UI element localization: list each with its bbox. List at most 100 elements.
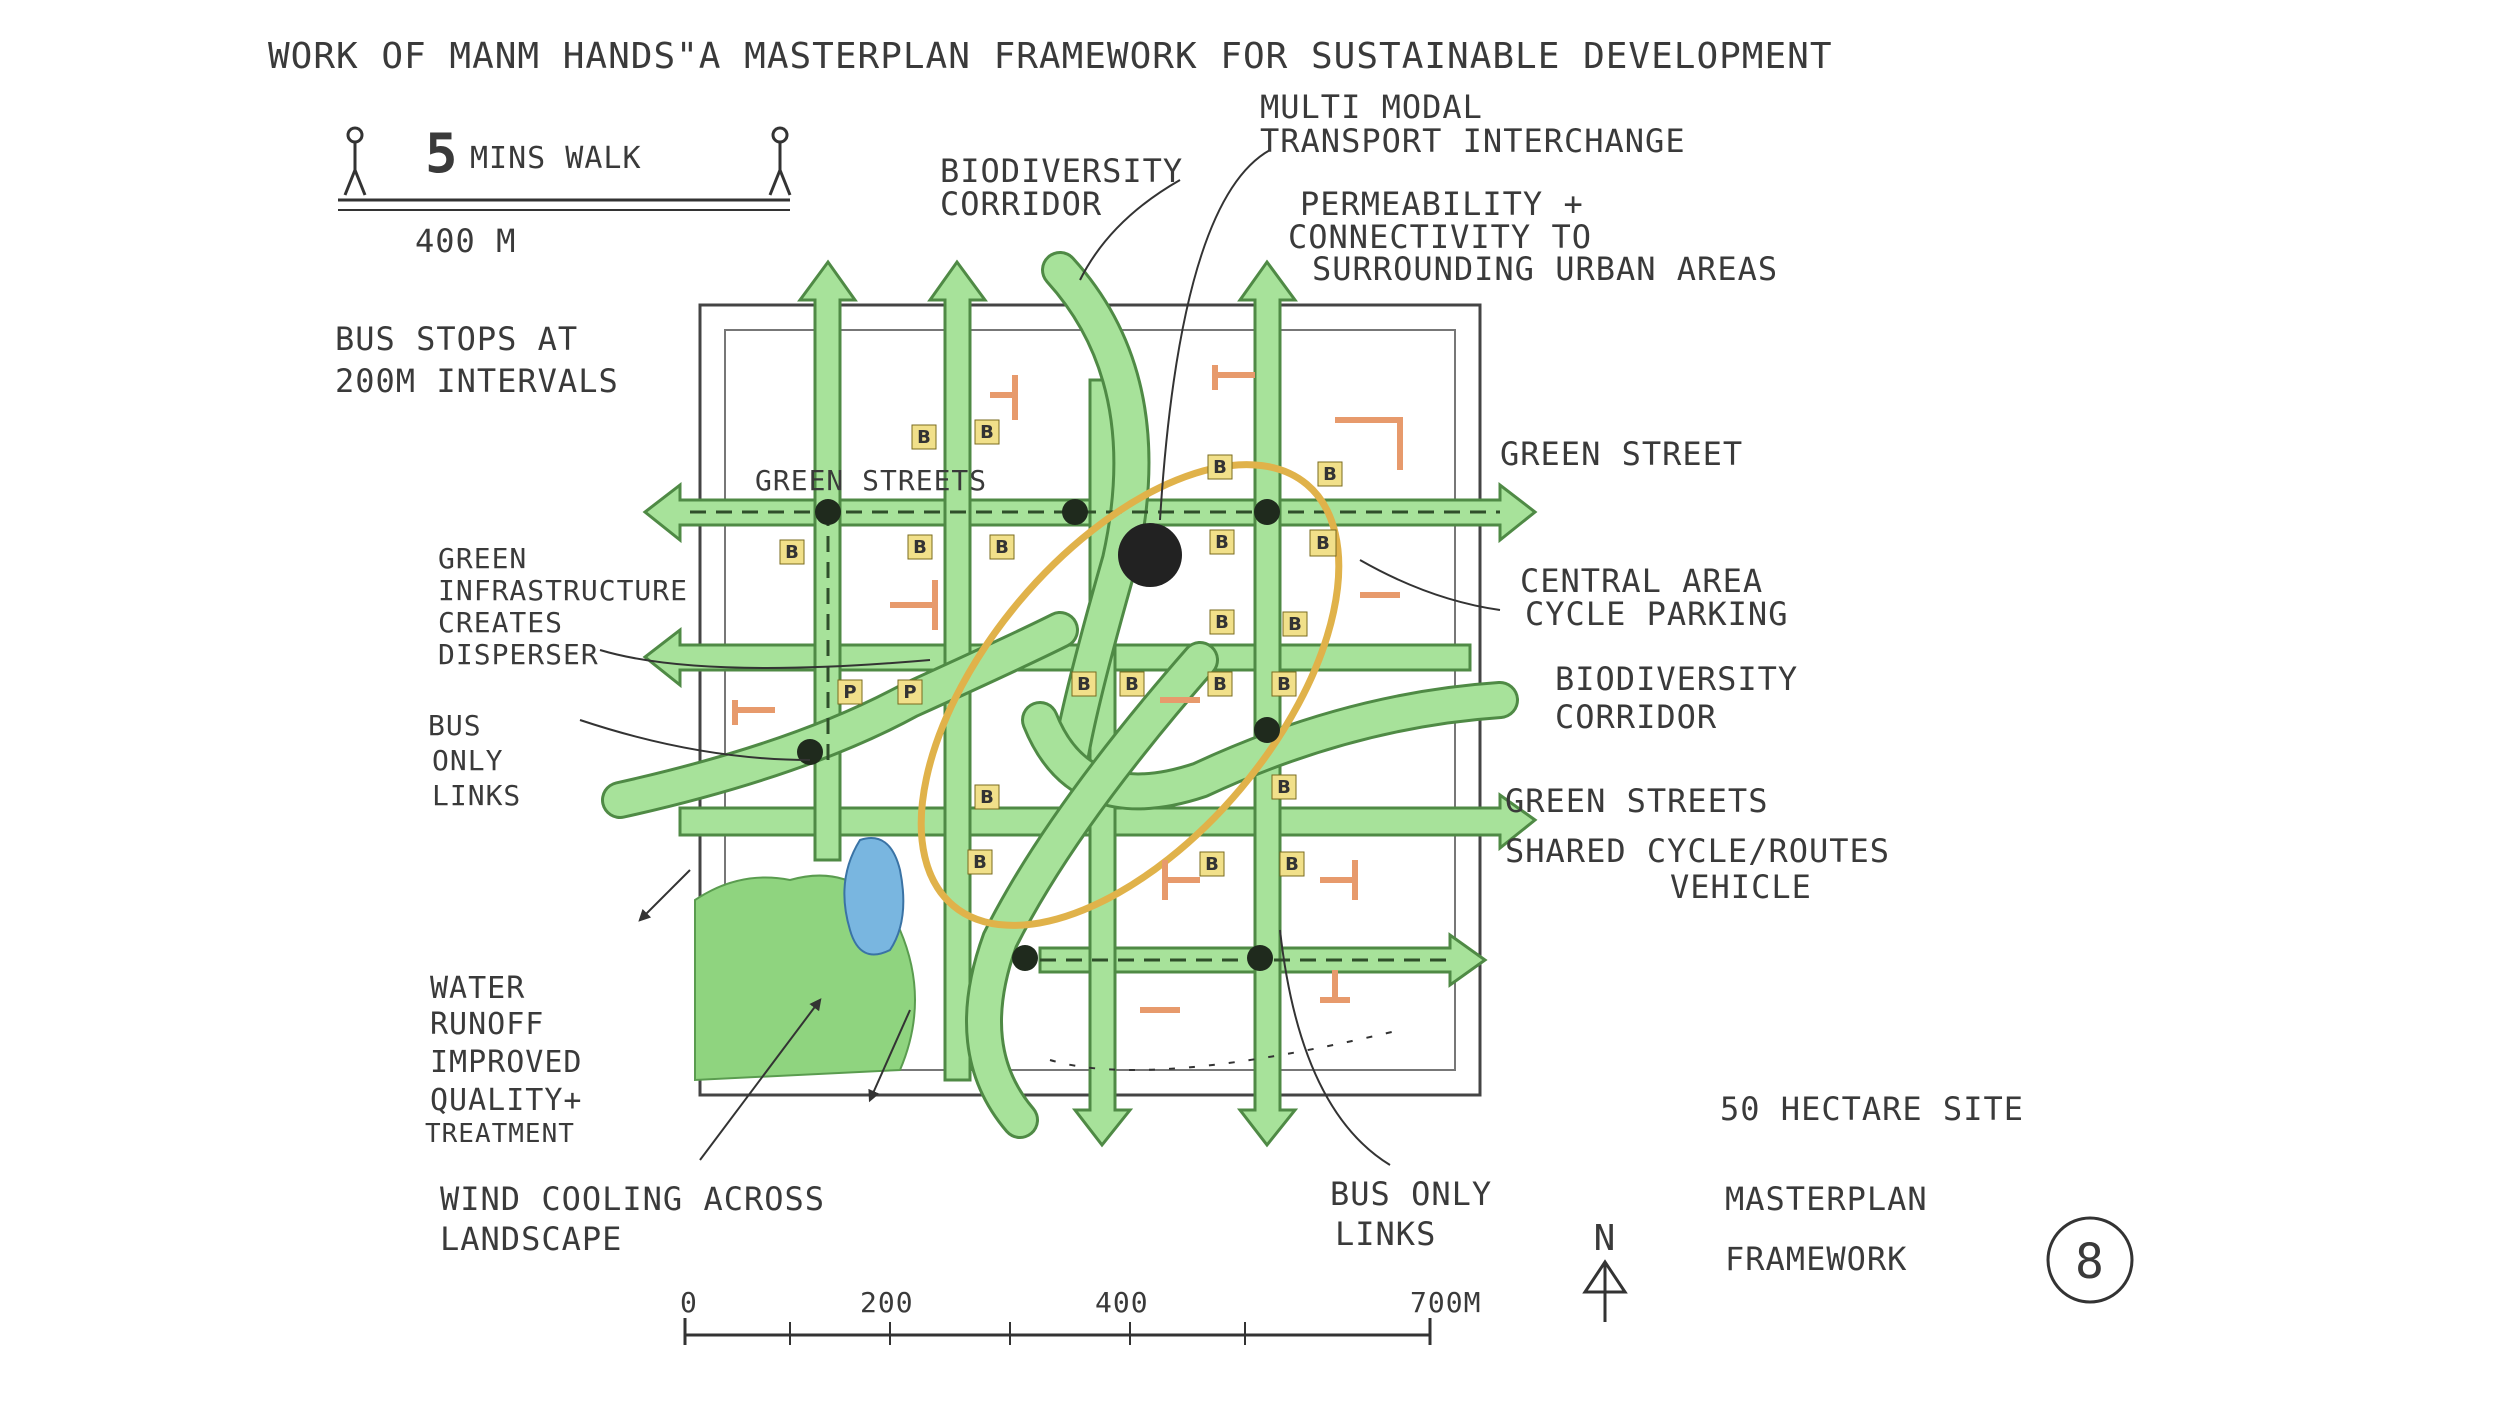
label-water-2: RUNOFF [430,1007,544,1042]
bus-stop-dot [797,739,823,765]
scale-tick-700: 700M [1410,1286,1481,1319]
label-green-streets-inner: GREEN STREETS [755,464,987,497]
label-bus-only-left-1: BUS [428,709,482,742]
svg-text:B: B [995,537,1009,558]
bus-stop-marker: B [1279,851,1305,877]
svg-text:B: B [1316,533,1330,554]
sketch-title: WORK OF MANM HANDS"A MASTERPLAN FRAMEWOR… [268,36,1833,77]
walk-label: MINS WALK [470,141,642,176]
label-wind-2: LANDSCAPE [440,1220,622,1258]
svg-text:B: B [1277,777,1291,798]
building-block [1320,860,1358,900]
label-green-infra-4: DISPERSER [438,638,599,671]
svg-text:B: B [1205,854,1219,875]
bus-stop-marker: B [1282,611,1308,637]
label-green-infra-1: GREEN [438,542,527,575]
label-shared-1: SHARED CYCLE/ROUTES [1505,832,1890,870]
bus-stop-marker: B [1317,461,1343,487]
green-street-v1 [797,259,858,862]
walk-distance: 400 M [415,222,516,260]
bus-stop-marker: B [974,419,1000,445]
building-block [1162,860,1200,900]
svg-text:B: B [785,542,799,563]
svg-text:N: N [1594,1218,1617,1259]
walker-icon [768,126,792,196]
scale-tick-200: 200 [860,1286,914,1319]
label-biodiversity-top-2: CORRIDOR [940,185,1102,223]
markers: B B B B B B B B B B B P P B B B B B B B … [779,419,1343,877]
bus-stop-marker: B [967,849,993,875]
label-bus-stops-1: BUS STOPS AT [335,320,578,358]
svg-text:B: B [1215,612,1229,633]
north-arrow-icon: N [1582,1218,1628,1322]
svg-text:B: B [1285,854,1299,875]
svg-text:B: B [1277,674,1291,695]
bus-stop-marker: B [1207,671,1233,697]
label-masterplan-1: MASTERPLAN [1725,1180,1928,1218]
building-block [1335,417,1403,470]
bus-stop-marker: B [911,424,937,450]
bus-stop-marker: B [1207,454,1233,480]
svg-text:B: B [1288,614,1302,635]
central-area-oval [917,461,1343,929]
label-bus-stops-2: 200M INTERVALS [335,362,619,400]
bus-stop-marker: B [1309,529,1337,557]
parking-marker: P [897,679,923,705]
svg-text:B: B [1215,532,1229,553]
bus-stop-marker: B [907,534,933,560]
label-bus-only-bottom-2: LINKS [1335,1215,1436,1253]
bus-stop-marker: B [1199,851,1225,877]
svg-text:B: B [913,537,927,558]
label-green-infra-3: CREATES [438,606,563,639]
label-multimodal-1: MULTI MODAL [1260,88,1483,126]
svg-text:P: P [843,682,856,703]
bus-stop-dot [1012,945,1038,971]
label-water-3: IMPROVED [430,1045,583,1080]
building-block [890,580,938,630]
parking-marker: P [837,679,863,705]
svg-text:B: B [980,422,994,443]
figure-number: 8 [2075,1234,2105,1290]
walk-scale: 5 MINS WALK 400 M [338,122,792,260]
bus-stop-marker: B [1071,671,1097,697]
transport-interchange-icon [1118,523,1182,587]
label-water-1: WATER [430,971,525,1006]
bus-stop-dot [1247,945,1273,971]
label-wind-1: WIND COOLING ACROSS [440,1180,825,1218]
label-central-area-2: CYCLE PARKING [1525,595,1788,633]
bus-stop-dot [1254,499,1280,525]
label-permeability-2: CONNECTIVITY TO [1288,218,1592,256]
label-green-street: GREEN STREET [1500,435,1743,473]
scale-tick-400: 400 [1095,1286,1149,1319]
figure-number-badge: 8 [2046,1216,2134,1304]
bus-stop-marker: B [1271,671,1297,697]
scale-bar: 0 200 400 700M [680,1286,1481,1345]
bus-stop-dot [1254,717,1280,743]
bus-stops [797,499,1280,971]
label-permeability-1: PERMEABILITY + [1300,185,1584,223]
label-masterplan-2: FRAMEWORK [1725,1240,1907,1278]
label-water-5: TREATMENT [425,1119,575,1149]
label-green-streets-right: GREEN STREETS [1505,782,1768,820]
bus-stop-marker: B [974,784,1000,810]
building-block [732,700,775,725]
bus-stop-marker: B [1119,671,1145,697]
buildings [732,365,1403,1013]
green-street-v4 [1236,259,1299,1148]
building-block [1320,970,1350,1003]
label-water-4: QUALITY+ [430,1083,583,1118]
svg-text:B: B [1323,464,1337,485]
svg-text:B: B [1213,674,1227,695]
green-street-h2 [642,626,1472,689]
label-permeability-3: SURROUNDING URBAN AREAS [1312,250,1778,288]
svg-text:P: P [903,682,916,703]
bus-stop-marker: B [1209,529,1235,555]
leader-lines [579,149,1501,1166]
svg-text:B: B [973,852,987,873]
bus-stop-marker: B [1271,774,1297,800]
label-central-area-1: CENTRAL AREA [1520,562,1763,600]
label-biodiversity-right-2: CORRIDOR [1555,698,1717,736]
svg-text:B: B [917,427,931,448]
label-site: 50 HECTARE SITE [1720,1090,2024,1128]
